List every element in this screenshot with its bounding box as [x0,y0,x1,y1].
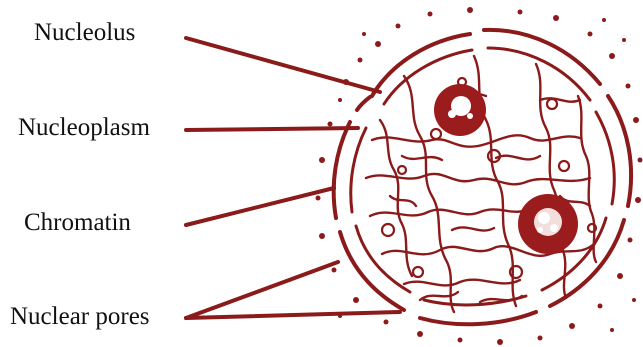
label-nuclear-pores: Nuclear pores [10,304,150,329]
ribosome-dots [316,7,643,345]
nucleolus-upper [434,84,486,136]
chromatin-network [366,56,596,312]
label-nucleoplasm: Nucleoplasm [18,115,150,140]
leader-chromatin [186,188,334,225]
leader-pores-2 [186,312,400,318]
leader-nucleolus [186,38,380,92]
nucleolus-lower [518,194,578,254]
leader-nucleoplasm [186,128,358,130]
label-nucleolus: Nucleolus [34,20,135,45]
label-chromatin: Chromatin [24,210,131,235]
leader-pores-1 [186,262,338,318]
